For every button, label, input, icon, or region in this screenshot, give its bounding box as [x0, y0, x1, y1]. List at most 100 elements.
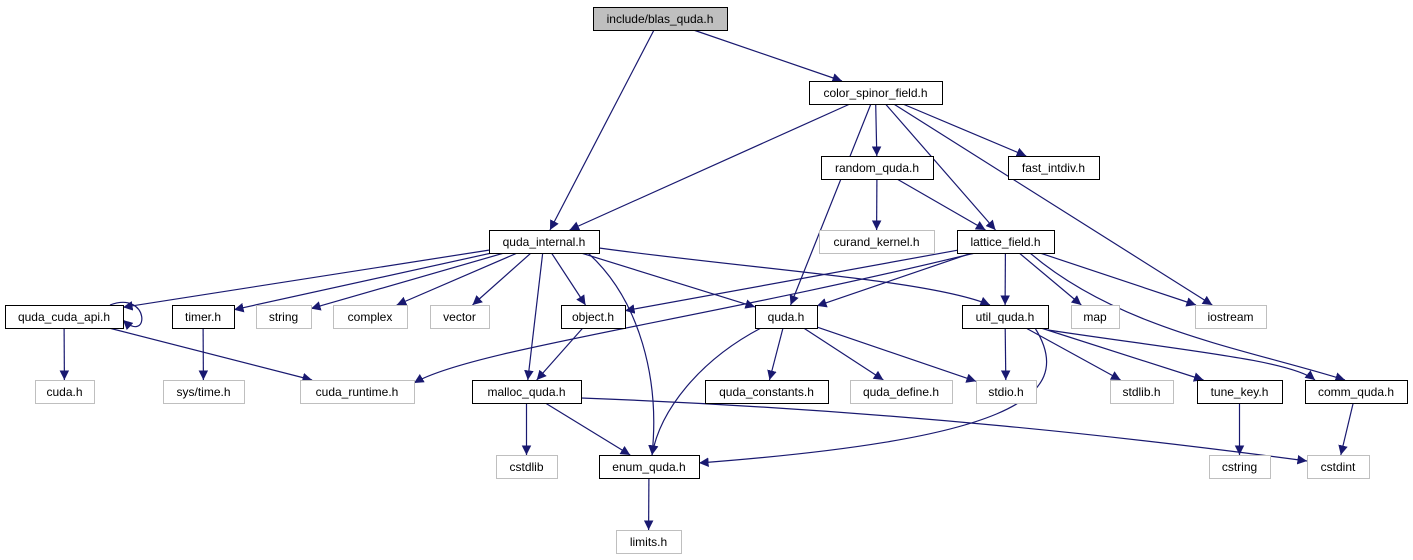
- edge-quda-to-quda-define: [803, 327, 884, 381]
- node-box: [1008, 156, 1100, 180]
- node-box: [962, 305, 1049, 329]
- node-label: stdlib.h: [1122, 385, 1160, 399]
- edge-quda-to-enum-quda: [648, 327, 762, 456]
- edge-util-quda-to-enum-quda: [698, 327, 1048, 468]
- node-random-quda[interactable]: random_quda.h: [821, 156, 934, 180]
- node-label: cstdint: [1321, 460, 1356, 474]
- node-label: iostream: [1207, 310, 1253, 324]
- node-label: string: [269, 310, 298, 324]
- edge: [693, 29, 843, 83]
- node-box: [976, 380, 1037, 404]
- node-quda-define: quda_define.h: [850, 380, 953, 404]
- node-cstdint: cstdint: [1307, 455, 1370, 479]
- edge: [893, 103, 1213, 306]
- edge-malloc-quda-to-cstdint: [580, 397, 1308, 465]
- edge-quda-internal-to-string: [310, 252, 505, 311]
- edge-quda-cuda-api-to-cuda-runtime: [108, 327, 313, 383]
- edge: [1047, 329, 1316, 381]
- edge: [587, 252, 658, 456]
- node-label: include/blas_quda.h: [607, 12, 714, 26]
- node-label: quda_cuda_api.h: [18, 310, 110, 324]
- node-label: cuda.h: [46, 385, 82, 399]
- edge-quda-to-stdio: [816, 326, 977, 383]
- node-enum-quda[interactable]: enum_quda.h: [599, 455, 700, 479]
- edge-color-spinor-field-to-random-quda: [871, 103, 882, 157]
- edge: [1039, 252, 1197, 307]
- edge: [885, 103, 996, 231]
- edge-util-quda-to-stdio: [1000, 327, 1011, 381]
- node-tune-key[interactable]: tune_key.h: [1197, 380, 1283, 404]
- node-label: util_quda.h: [976, 310, 1035, 324]
- node-util-quda[interactable]: util_quda.h: [962, 305, 1049, 329]
- node-comm-quda[interactable]: comm_quda.h: [1305, 380, 1408, 404]
- node-label: sys/time.h: [176, 385, 230, 399]
- node-label: quda_internal.h: [503, 235, 586, 249]
- edge: [472, 252, 532, 306]
- edge: [871, 103, 882, 157]
- node-label: color_spinor_field.h: [823, 86, 927, 100]
- node-box: [472, 380, 582, 404]
- edge: [413, 252, 976, 384]
- edge: [524, 252, 544, 381]
- edge: [1025, 327, 1121, 381]
- node-label: tune_key.h: [1211, 385, 1269, 399]
- node-box: [1209, 455, 1271, 479]
- node-box: [256, 305, 312, 329]
- node-iostream: iostream: [1195, 305, 1267, 329]
- edge-lattice-field-to-cuda-runtime: [413, 252, 976, 384]
- edge: [310, 252, 505, 311]
- edge: [544, 402, 631, 456]
- edge: [816, 252, 972, 308]
- edge-comm-quda-to-cstdint: [1338, 402, 1354, 456]
- edge-util-quda-to-comm-quda: [1047, 329, 1316, 381]
- edge-blas-quda-to-quda-internal: [549, 29, 655, 231]
- node-box: [1071, 305, 1120, 329]
- edge-random-quda-to-lattice-field: [896, 178, 986, 231]
- edge: [549, 29, 655, 231]
- edge-quda-internal-to-malloc-quda: [524, 252, 544, 381]
- node-box: [489, 230, 600, 254]
- edge-quda-to-quda-constants: [767, 327, 784, 381]
- edge-quda-internal-to-object: [550, 252, 587, 306]
- node-quda-constants[interactable]: quda_constants.h: [705, 380, 829, 404]
- node-quda[interactable]: quda.h: [755, 305, 818, 329]
- edge: [536, 327, 584, 381]
- node-complex: complex: [333, 305, 408, 329]
- node-object[interactable]: object.h: [561, 305, 626, 329]
- node-label: stdio.h: [988, 385, 1023, 399]
- edges: [59, 29, 1354, 531]
- node-box: [599, 455, 700, 479]
- node-label: quda_constants.h: [719, 385, 814, 399]
- edge-quda-internal-to-quda-cuda-api: [122, 249, 490, 311]
- node-quda-cuda-api[interactable]: quda_cuda_api.h: [5, 305, 124, 329]
- node-lattice-field[interactable]: lattice_field.h: [957, 230, 1055, 254]
- node-label: enum_quda.h: [612, 460, 685, 474]
- edge-quda-cuda-api-to-quda-cuda-api: [109, 302, 143, 331]
- node-timer[interactable]: timer.h: [172, 305, 235, 329]
- node-box: [1195, 305, 1267, 329]
- edge: [580, 252, 756, 309]
- edge: [902, 103, 1027, 157]
- node-label: vector: [443, 310, 476, 324]
- node-fast-intdiv[interactable]: fast_intdiv.h: [1008, 156, 1100, 180]
- node-label: cstdlib: [509, 460, 543, 474]
- node-map: map: [1071, 305, 1120, 329]
- node-label: lattice_field.h: [970, 235, 1040, 249]
- node-malloc-quda[interactable]: malloc_quda.h: [472, 380, 582, 404]
- edge: [1338, 402, 1354, 456]
- node-sys-time: sys/time.h: [163, 380, 245, 404]
- node-box: [300, 380, 415, 404]
- node-cuda-runtime: cuda_runtime.h: [300, 380, 415, 404]
- node-cuda: cuda.h: [35, 380, 95, 404]
- node-quda-internal[interactable]: quda_internal.h: [489, 230, 600, 254]
- edge-blas-quda-to-color-spinor-field: [693, 29, 843, 83]
- node-blas-quda: include/blas_quda.h: [593, 7, 728, 31]
- edge: [233, 252, 492, 313]
- node-color-spinor-field[interactable]: color_spinor_field.h: [809, 81, 943, 105]
- node-box: [593, 7, 728, 31]
- node-box: [821, 156, 934, 180]
- node-stdlib: stdlib.h: [1110, 380, 1174, 404]
- node-box: [755, 305, 818, 329]
- node-label: map: [1083, 310, 1107, 324]
